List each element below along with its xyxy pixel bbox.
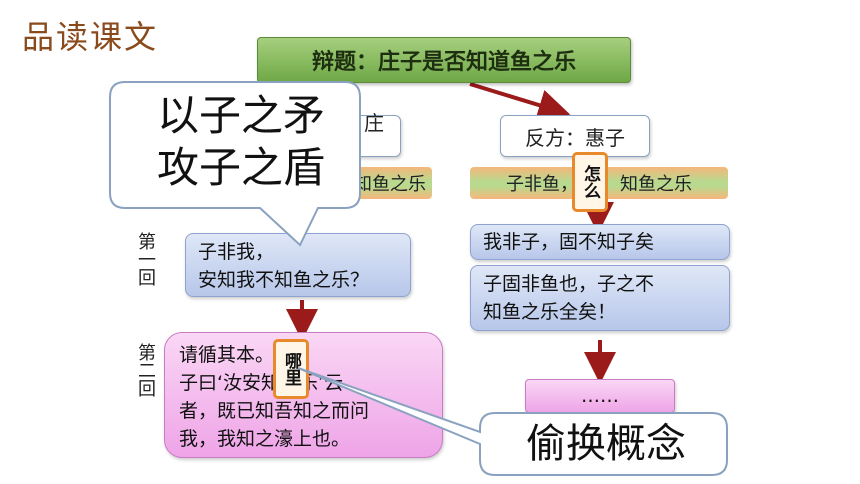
round2-line1: 请循其本。 — [179, 344, 275, 366]
callout-left-shape — [109, 81, 361, 247]
round1-huizi-a-label: 我非子，固不知子矣 — [483, 231, 655, 253]
round1-huizi-b-line2: 知鱼之乐全矣！ — [483, 301, 617, 323]
round1-huizi-box-b: 子固非鱼也，子之不 知鱼之乐全矣！ — [470, 265, 730, 331]
round1-label: 第一回 — [135, 232, 156, 286]
round2-highlight-label: 哪里 — [281, 352, 301, 386]
round1-zhuangzi-line1: 子非我， — [198, 241, 275, 263]
callout-right: 偷换概念 — [526, 421, 686, 467]
callout-left: 以子之矛 攻子之盾 — [126, 90, 356, 194]
negative-highlight-label: 怎么 — [580, 165, 600, 199]
round2-line3: 者，既已知吾知之而问 — [179, 400, 370, 422]
round1-zhuangzi-line2: 安知我不知鱼之乐？ — [198, 269, 370, 291]
negative-highlight: 怎么 — [572, 152, 608, 212]
negative-bar-left: 子非鱼， — [506, 174, 578, 195]
callout-right-shape — [297, 367, 728, 476]
negative-bar-right: 知鱼之乐 — [620, 174, 692, 195]
ellipsis-label: …… — [581, 385, 619, 407]
topic-banner: 辩题：庄子是否知道鱼之乐 — [257, 37, 631, 83]
callout-left-line1: 以子之矛 — [156, 91, 325, 140]
round1-huizi-b-line1: 子固非鱼也，子之不 — [483, 273, 655, 295]
negative-head: 反方：惠子 — [500, 115, 650, 157]
round2-line4: 我，我知之濠上也。 — [179, 428, 351, 450]
round1-huizi-box-a: 我非子，固不知子矣 — [470, 224, 730, 260]
page-title: 品读课文 — [22, 18, 159, 56]
arrow-topic-to-negative — [469, 82, 571, 121]
callout-left-line2: 攻子之盾 — [156, 143, 325, 192]
round1-zhuangzi-box: 子非我， 安知我不知鱼之乐？ — [185, 233, 411, 297]
ellipsis-box: …… — [525, 379, 675, 413]
round2-label: 第二回 — [135, 343, 156, 397]
